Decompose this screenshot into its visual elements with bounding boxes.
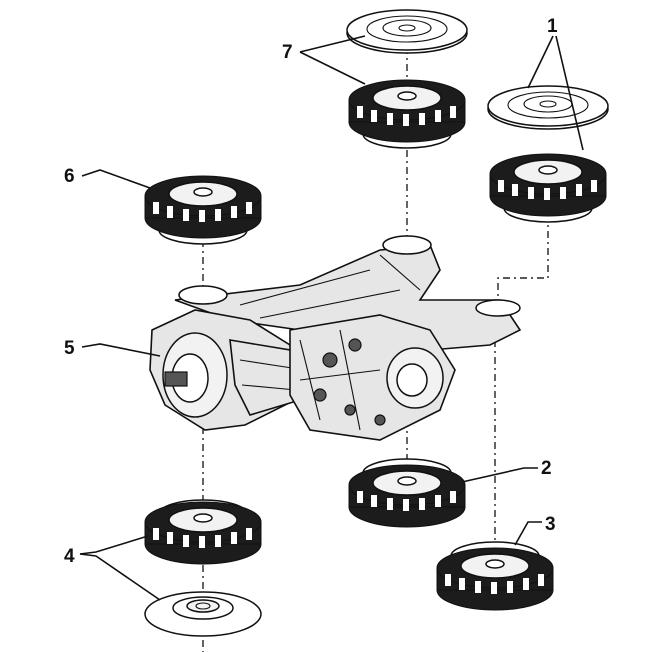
callout-2: 2 bbox=[541, 458, 552, 479]
right-bushing bbox=[490, 154, 606, 222]
lower-middle-bushing bbox=[348, 458, 466, 528]
lower-right-bushing bbox=[436, 541, 554, 611]
callout-7: 7 bbox=[282, 42, 293, 63]
top-bushing bbox=[349, 80, 465, 148]
right-washer bbox=[487, 85, 609, 130]
lower-left-bushing bbox=[144, 499, 262, 565]
leader-lines bbox=[79, 35, 584, 601]
top-washer bbox=[346, 9, 468, 54]
callout-1: 1 bbox=[547, 16, 558, 37]
lower-left-washer bbox=[144, 591, 262, 637]
differential-carrier bbox=[149, 235, 522, 441]
callout-4: 4 bbox=[64, 546, 75, 567]
left-bushing bbox=[145, 176, 261, 244]
callout-3: 3 bbox=[545, 514, 556, 535]
callout-6: 6 bbox=[64, 166, 75, 187]
callout-labels: 1 2 3 4 5 6 7 bbox=[64, 16, 558, 567]
callout-5: 5 bbox=[64, 338, 75, 359]
